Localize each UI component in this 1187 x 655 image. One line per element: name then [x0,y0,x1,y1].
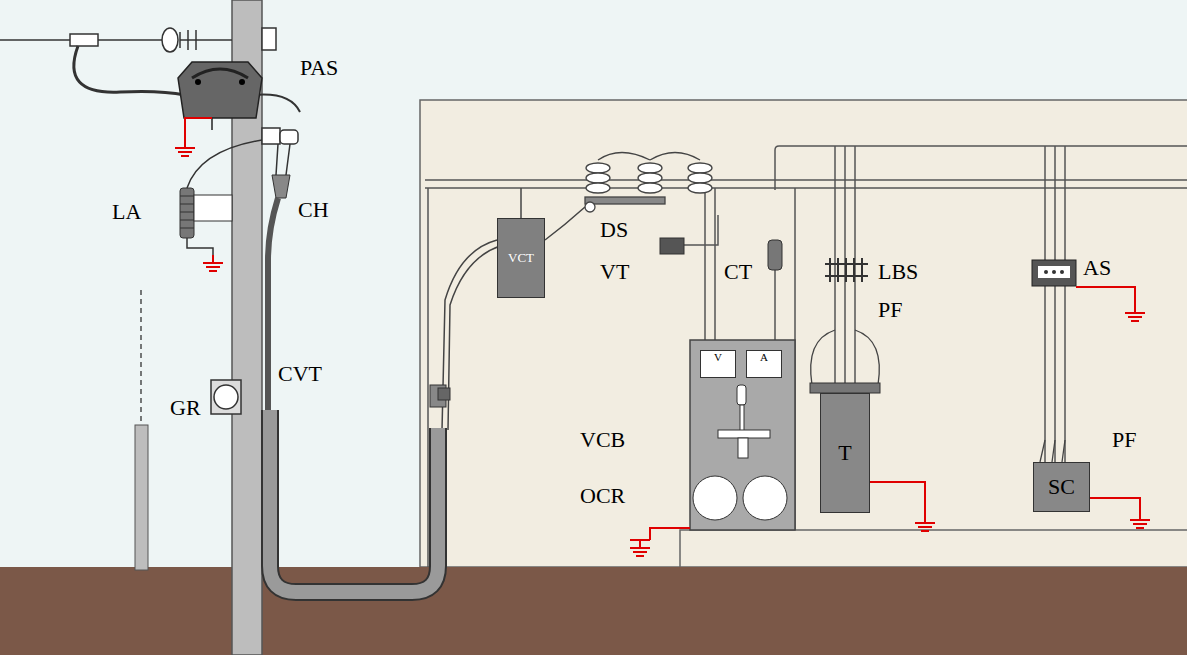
vct-box: VCT [497,218,545,298]
disconnect-switch [585,153,712,213]
transformer-box: T [820,393,870,513]
lightning-arrester [180,188,194,238]
part-label: LA [112,200,141,224]
part-label: CVT [278,362,322,386]
vct-wiring [442,188,585,430]
node-text: SC [1048,475,1075,499]
floor-step [680,530,1187,567]
part-label: GR [170,396,201,420]
bus-frame [425,146,1187,567]
part-label: PF [1112,428,1136,452]
part-label: PAS [300,56,338,80]
capacitor-box: SC [1033,462,1090,512]
gr-relay [211,380,241,414]
voltmeter: V [700,350,736,378]
vcb-panel [690,340,795,530]
part-label: OCR [580,484,625,508]
part-label: VT [600,260,629,284]
transformer-cap [810,383,880,393]
ct-symbol [768,240,782,270]
ground [0,567,1187,655]
node-text: A [760,351,768,363]
node-text: VCT [508,251,534,265]
pole-hardware [0,28,300,144]
lbs-symbol [825,258,868,282]
part-label: LBS [878,260,918,284]
part-label: PF [878,298,902,322]
part-label: CH [298,198,329,222]
part-label: VCB [580,428,625,452]
part-label: CT [724,260,752,284]
vt-symbol [660,238,684,254]
node-text: V [714,351,722,363]
cable-head [272,175,290,198]
node-text: T [838,441,851,465]
building-wall [420,100,1187,567]
as-switch [1032,260,1076,286]
part-label: AS [1083,256,1111,280]
as-window [1038,266,1070,278]
ammeter: A [746,350,782,378]
part-label: DS [600,218,628,242]
pas-switch [178,62,262,118]
